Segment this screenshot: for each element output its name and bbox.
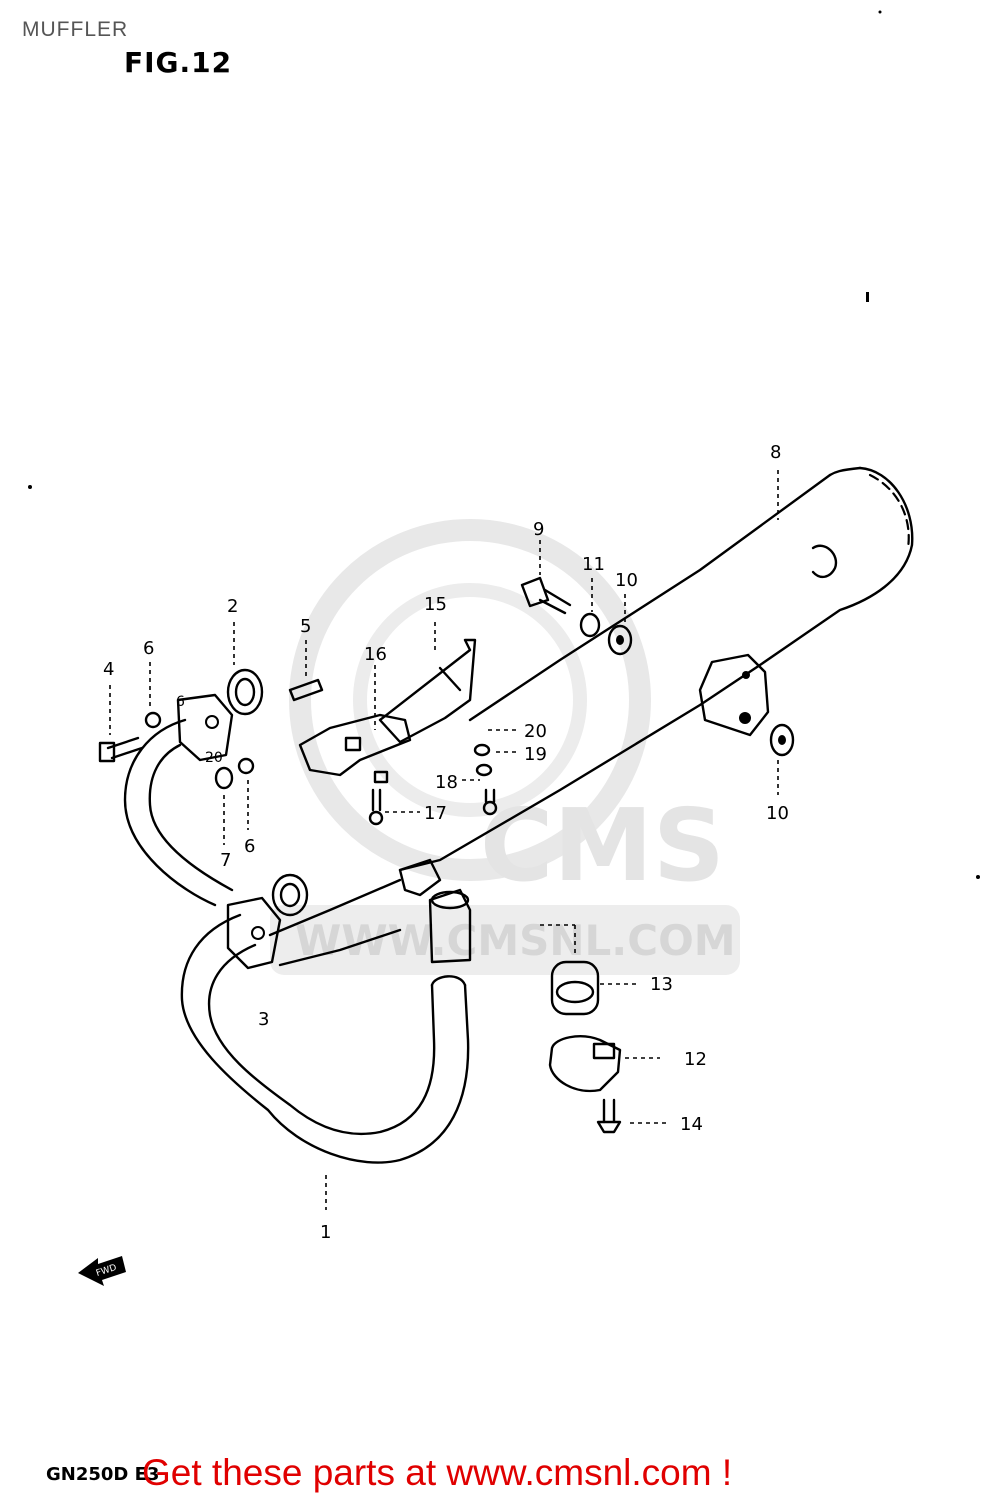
callout-4: 4 [103,659,114,680]
part-2-gasket [226,668,309,917]
callout-6-top: 6 [143,638,154,659]
watermark-url: WWW.CMSNL.COM [295,916,736,965]
callout-15: 15 [424,594,447,615]
callout-20: 20 [524,721,547,742]
callout-12: 12 [684,1049,707,1070]
callout-8: 8 [770,442,781,463]
part-10-washer [607,624,795,757]
part-6-nut [144,711,255,775]
callout-14: 14 [680,1114,703,1135]
callout-10-top: 10 [615,570,638,591]
page-title: MUFFLER [22,18,129,41]
part-15-heat-shield [378,638,477,744]
forward-arrow-icon: FWD [78,1256,126,1286]
pipe-joint [398,858,472,964]
part-7-washer [214,766,234,790]
callout-9: 9 [533,519,544,540]
callout-6-flange: 6 [176,694,185,710]
part-1-exhaust-pipe [123,718,470,1164]
callout-3: 3 [258,1009,269,1030]
buy-parts-link[interactable]: Get these parts at www.cmsnl.com ! [142,1452,733,1493]
callout-11: 11 [582,554,605,575]
callout-17: 17 [424,803,447,824]
part-13-sleeve [550,960,600,1016]
callout-2: 2 [227,596,238,617]
callout-1: 1 [320,1222,331,1243]
scan-artifacts [28,10,980,879]
part-5-stud [288,678,324,702]
part-4-bolt [98,736,144,763]
part-12-clamp [548,1035,622,1093]
callout-18: 18 [435,772,458,793]
model-code: GN250D E3 [46,1464,160,1485]
callout-5: 5 [300,616,311,637]
callout-10-bottom: 10 [766,803,789,824]
part-9-bolt [520,576,572,615]
part-14-bolt [596,1098,622,1134]
part-8-muffler [398,466,914,872]
callout-labels: 1 2 3 4 5 6 6 6 7 8 9 10 10 11 12 13 14 … [103,442,789,1243]
exhaust-flanges [176,693,282,970]
leader-lines [109,470,779,1210]
parts-17-to-20-fasteners [368,743,498,826]
callout-20-flange: 20 [205,750,223,766]
callout-16: 16 [364,644,387,665]
callout-7: 7 [220,850,231,871]
part-16-bracket [298,713,412,784]
watermark-brand: CMS [480,787,725,904]
part-11-lock-washer [579,612,601,638]
figure-label: FIG.12 [124,46,233,79]
callout-6-bottom: 6 [244,836,255,857]
callout-13: 13 [650,974,673,995]
callout-19: 19 [524,744,547,765]
